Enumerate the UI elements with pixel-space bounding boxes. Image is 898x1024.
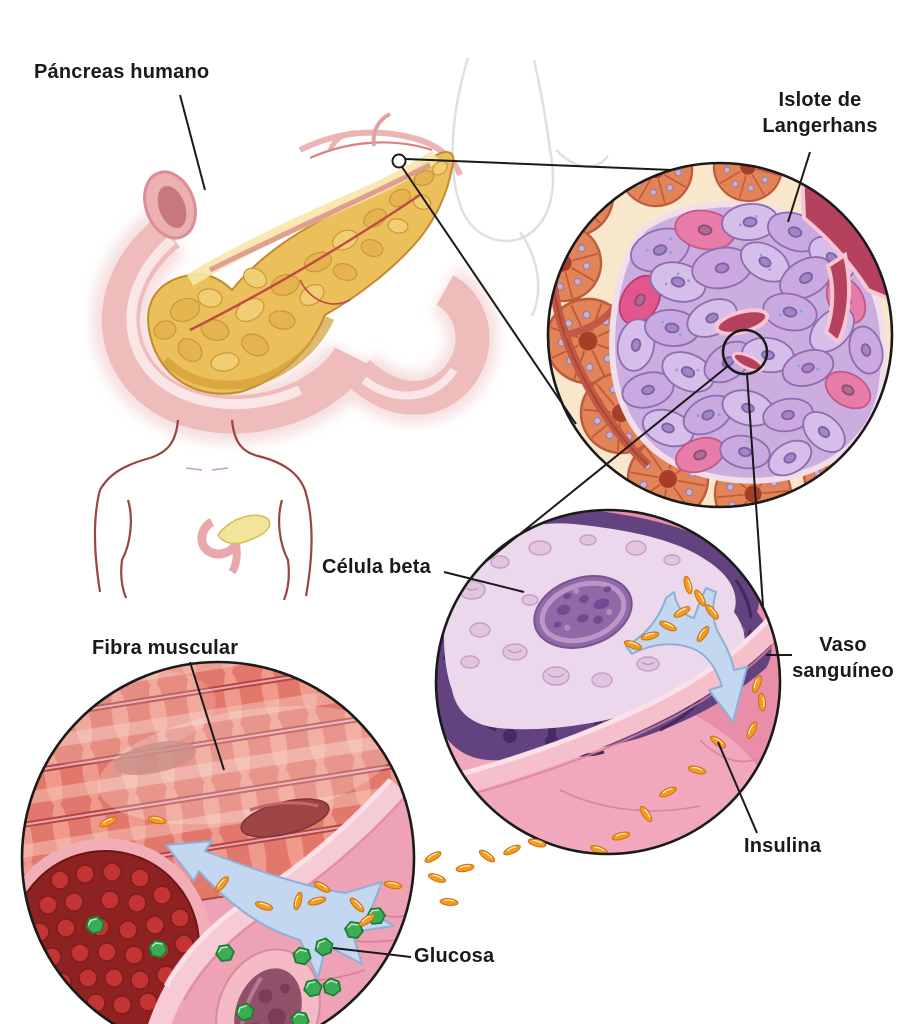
vessel-texture xyxy=(519,739,761,854)
leader-fibra xyxy=(189,661,225,771)
zoom-line-beta-left xyxy=(483,365,729,564)
leader-insulina xyxy=(717,741,758,834)
muscle-nucleus-light xyxy=(113,740,197,776)
small-vessel-cut xyxy=(215,948,321,1024)
islet-capillary xyxy=(714,308,770,336)
zoom-line-beta-right xyxy=(746,373,764,607)
connector-lines xyxy=(179,94,811,958)
label-pancreas: Páncreas humano xyxy=(34,61,210,83)
label-fibra-muscular: Fibra muscular xyxy=(92,637,239,659)
muscle-circle-outline xyxy=(20,660,416,1024)
pancreas-illustration xyxy=(91,112,499,444)
pancreas-body xyxy=(147,150,455,395)
beta-circle-outline xyxy=(434,508,782,856)
leader-glucosa xyxy=(332,947,412,958)
label-celula-beta: Célula beta xyxy=(322,556,431,578)
insulin-granules-gap xyxy=(422,836,548,907)
leader-celula xyxy=(443,571,525,593)
label-glucosa: Glucosa xyxy=(414,945,495,967)
muscle-circle xyxy=(20,660,416,1024)
islet-circle-outline xyxy=(546,161,894,509)
duodenum xyxy=(91,170,499,444)
torso-figure xyxy=(93,419,313,601)
leader-islote xyxy=(787,151,811,223)
beta-cell-nucleus xyxy=(533,575,633,649)
torso-pancreas-mini xyxy=(197,514,271,575)
label-vaso-sanguineo: Vaso sanguíneo xyxy=(792,634,894,682)
islet-circle xyxy=(546,161,894,509)
muscle-nucleus-dark xyxy=(240,798,330,838)
zoom-line-bottom xyxy=(401,166,577,425)
beta-cell-circle xyxy=(434,508,782,856)
zoom-line-top xyxy=(405,158,673,171)
label-insulina: Insulina xyxy=(744,835,822,857)
pancreatic-duct xyxy=(189,194,421,332)
secretion-arrow xyxy=(625,587,748,723)
leader-pancreas xyxy=(179,94,206,191)
uptake-arrow xyxy=(165,840,395,979)
label-islote: Islote de Langerhans xyxy=(762,89,878,137)
magnifier-marker-pancreas xyxy=(391,153,407,169)
magnifier-marker-islet xyxy=(721,328,769,376)
